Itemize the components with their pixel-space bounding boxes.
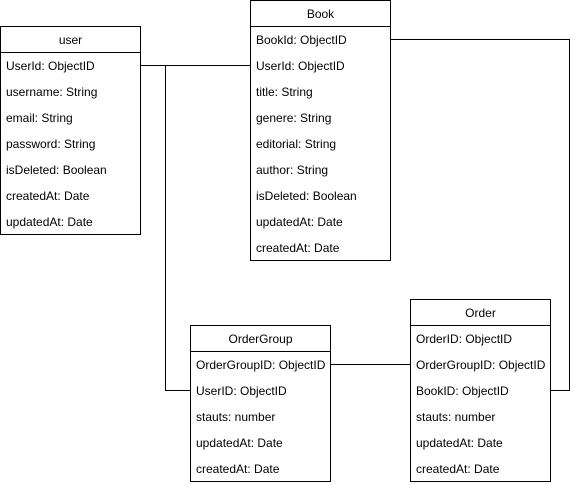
- field-createdat: createdAt: Date: [416, 462, 500, 476]
- field-stauts: stauts: number: [196, 410, 276, 424]
- field-bookid: BookId: ObjectID: [256, 33, 347, 47]
- field-stauts: stauts: number: [416, 410, 496, 424]
- field-author: author: String: [256, 163, 329, 177]
- field-email: email: String: [6, 111, 73, 125]
- field-genere: genere: String: [256, 111, 332, 125]
- field-createdat: createdAt: Date: [196, 462, 280, 476]
- field-title: title: String: [256, 85, 313, 99]
- field-ordergroupid: OrderGroupID: ObjectID: [416, 358, 546, 372]
- field-bookid: BookID: ObjectID: [416, 384, 509, 398]
- field-userid: UserID: ObjectID: [196, 384, 287, 398]
- field-userid: UserId: ObjectID: [256, 59, 345, 73]
- connector-user-ordergroup: [140, 65, 191, 391]
- entity-title: OrderGroup: [191, 326, 330, 352]
- field-username: username: String: [6, 85, 98, 99]
- field-orderid: OrderID: ObjectID: [416, 332, 513, 346]
- entity-user[interactable]: user UserId: ObjectID username: String e…: [0, 26, 141, 235]
- field-isdeleted: isDeleted: Boolean: [256, 189, 357, 203]
- entity-title: user: [1, 27, 140, 53]
- field-ordergroupid: OrderGroupID: ObjectID: [196, 358, 326, 372]
- entity-book[interactable]: Book BookId: ObjectID UserId: ObjectID t…: [250, 0, 391, 261]
- field-createdat: createdAt: Date: [256, 241, 340, 255]
- connector-book-order: [390, 39, 570, 391]
- field-userid: UserId: ObjectID: [6, 59, 95, 73]
- entity-title: Book: [251, 1, 390, 27]
- field-isdeleted: isDeleted: Boolean: [6, 163, 107, 177]
- entity-order[interactable]: Order OrderID: ObjectID OrderGroupID: Ob…: [410, 299, 551, 482]
- field-editorial: editorial: String: [256, 137, 337, 151]
- field-updatedat: updatedAt: Date: [416, 436, 503, 450]
- field-password: password: String: [6, 137, 96, 151]
- field-updatedat: updatedAt: Date: [6, 215, 93, 229]
- entity-title: Order: [411, 300, 550, 326]
- entity-ordergroup[interactable]: OrderGroup OrderGroupID: ObjectID UserID…: [190, 325, 331, 482]
- field-updatedat: updatedAt: Date: [196, 436, 283, 450]
- field-updatedat: updatedAt: Date: [256, 215, 343, 229]
- field-createdat: createdAt: Date: [6, 189, 90, 203]
